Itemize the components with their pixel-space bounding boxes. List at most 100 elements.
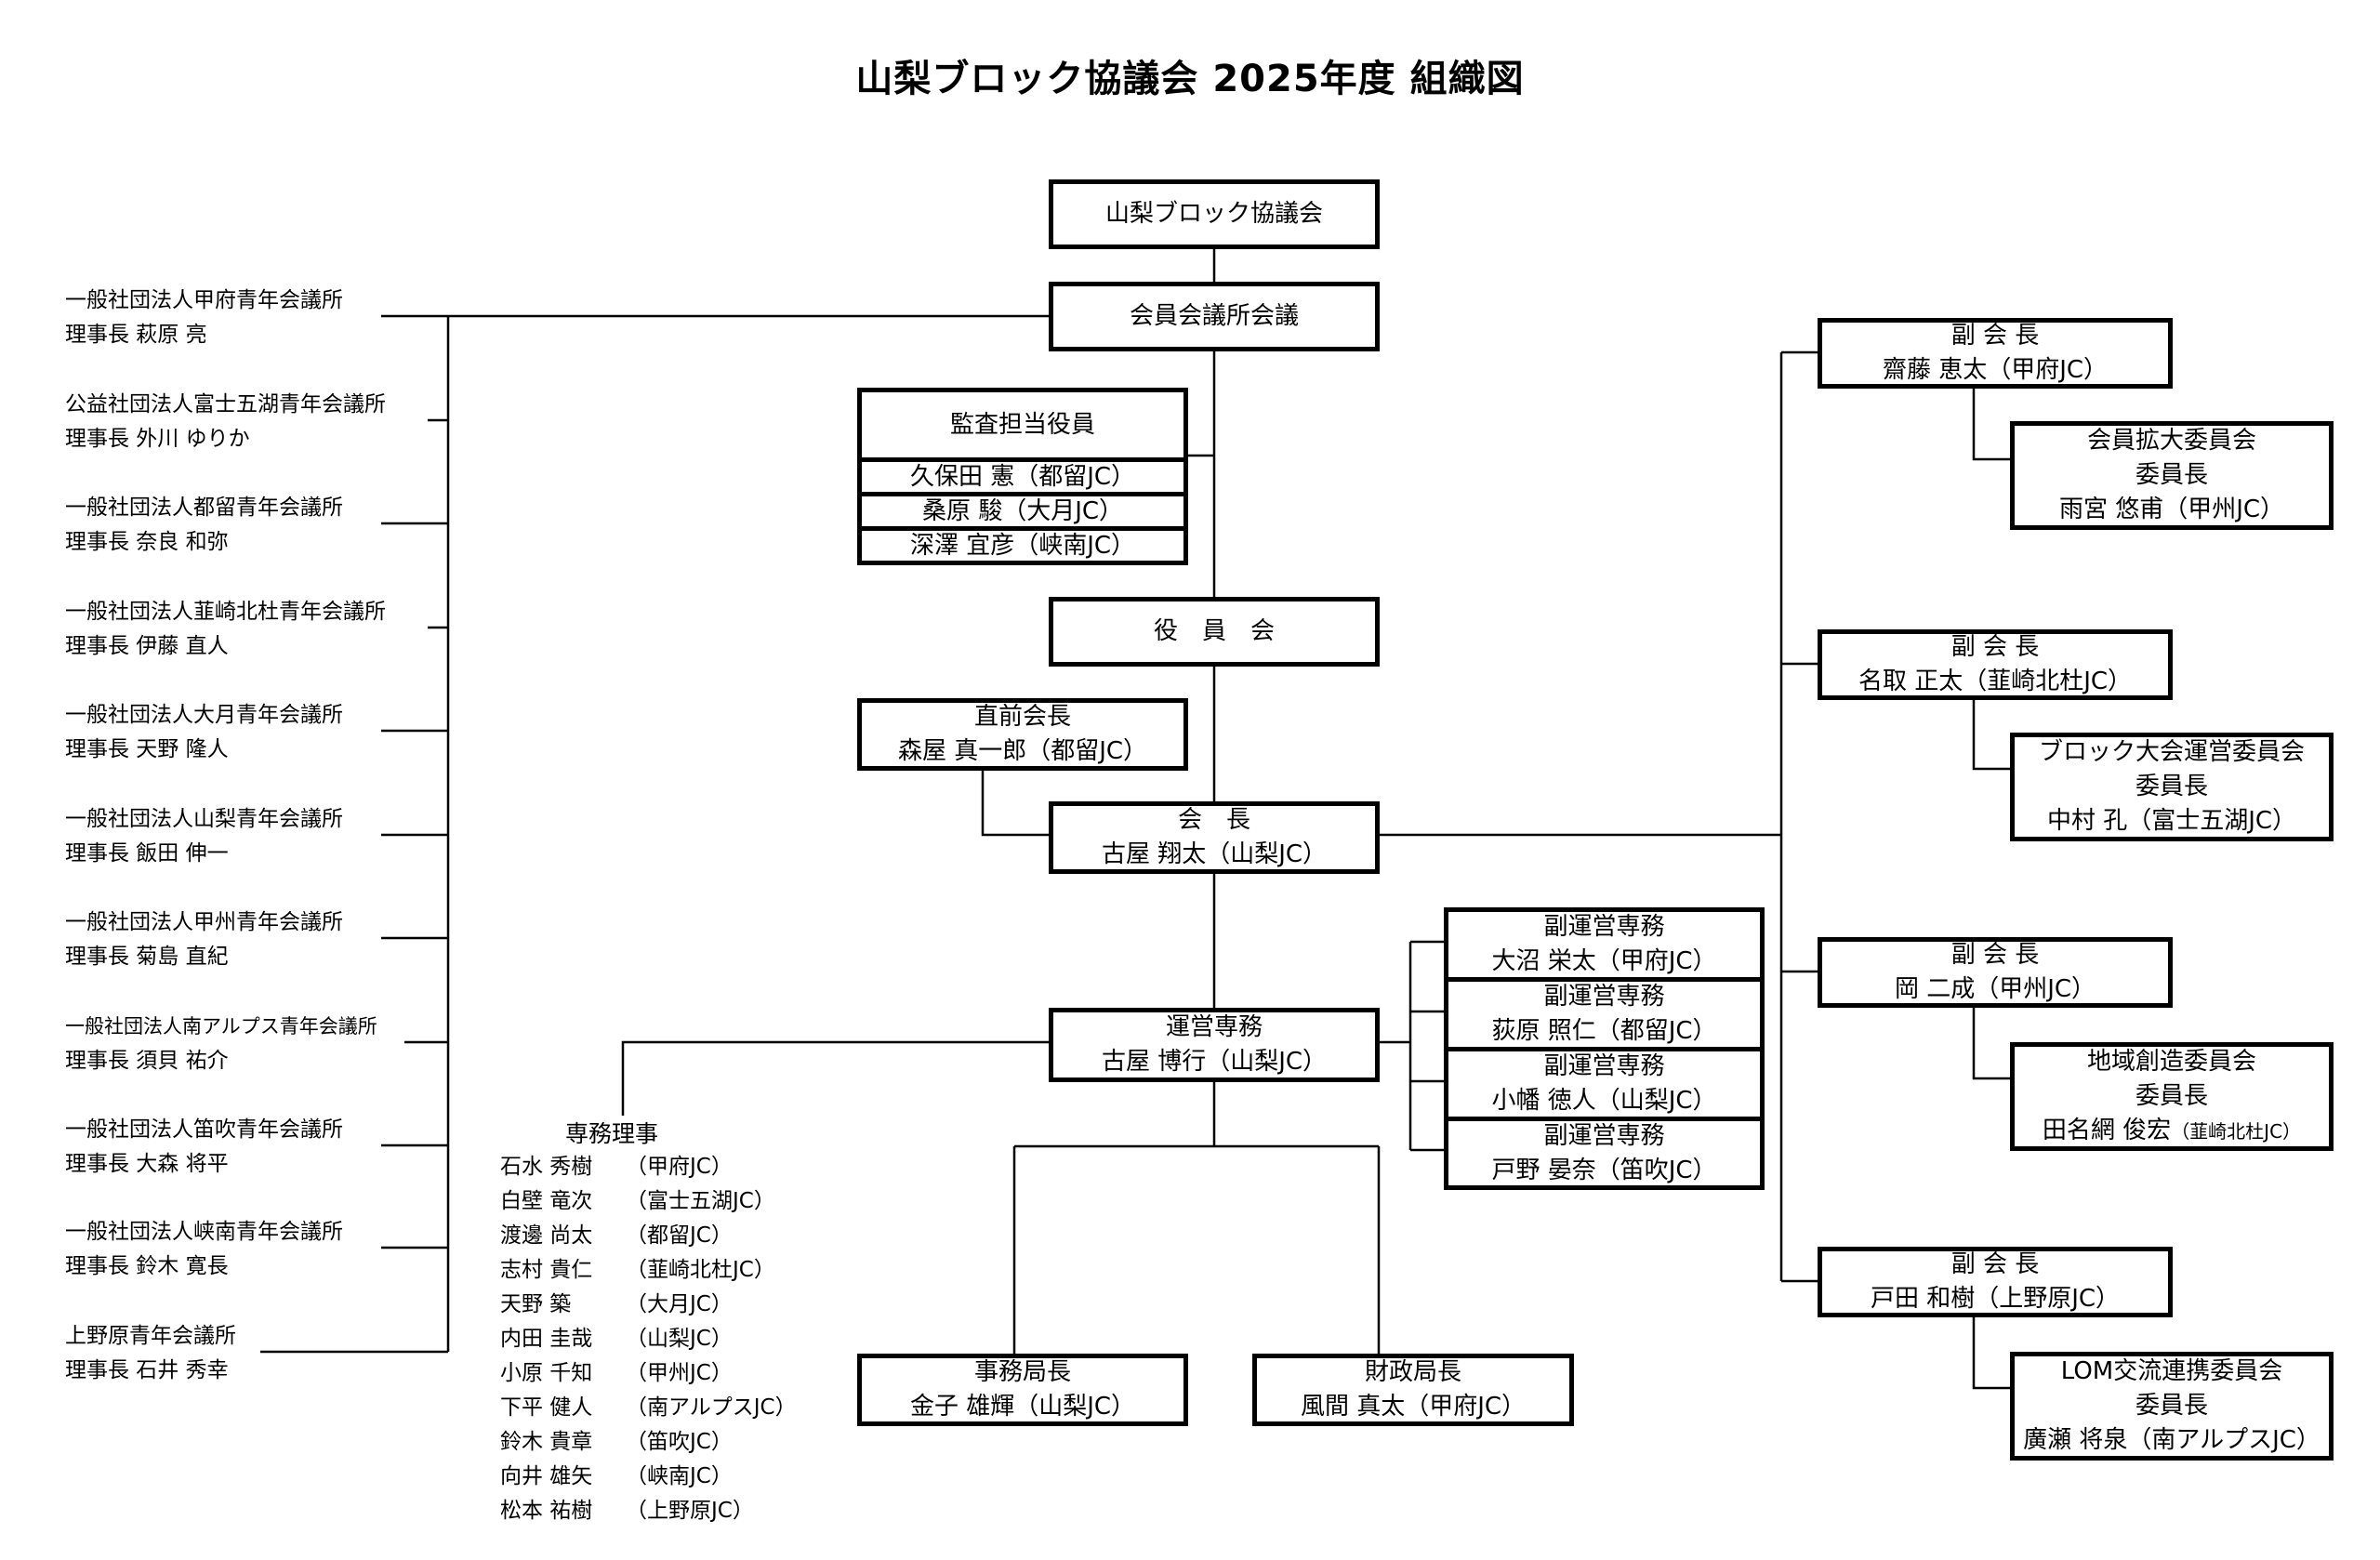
director-row: 天野 築（大月JC） (500, 1288, 733, 1322)
connector-committee-2 (1972, 698, 2010, 771)
vice-managing-title: 副運営専務 (1543, 983, 1665, 1011)
vice-president-name: 戸田 和樹（上野原JC） (1870, 1285, 2121, 1313)
director-lom: （甲州JC） (626, 1361, 733, 1385)
audit-title: 監査担当役員 (949, 410, 1095, 439)
lom-org: 一般社団法人大月青年会議所 (65, 703, 343, 727)
director-row: 内田 圭哉（山梨JC） (500, 1322, 733, 1356)
lom-entry: 一般社団法人韮崎北杜青年会議所 理事長 伊藤 直人 (65, 595, 386, 664)
finance-head-box: 財政局長 風間 真太（甲府JC） (1252, 1354, 1574, 1426)
president-title: 会 長 (1177, 806, 1250, 834)
director-name: 渡邊 尚太 (500, 1223, 593, 1248)
director-lom: （甲府JC） (626, 1155, 733, 1179)
lom-president: 理事長 須貝 祐介 (65, 1049, 229, 1073)
managing-director-box: 運営専務 古屋 博行（山梨JC） (1049, 1008, 1380, 1082)
committee-name: 会員拡大委員会 (2086, 427, 2256, 455)
finance-name: 風間 真太（甲府JC） (1300, 1393, 1527, 1421)
audit-title-box: 監査担当役員 (857, 388, 1188, 457)
director-row: 鈴木 貴章（笛吹JC） (500, 1425, 733, 1460)
secretariat-name: 金子 雄輝（山梨JC） (909, 1393, 1136, 1421)
director-lom: （都留JC） (626, 1223, 733, 1248)
lom-org: 上野原青年会議所 (65, 1324, 236, 1348)
lom-president: 理事長 石井 秀幸 (65, 1358, 229, 1382)
director-row: 向井 雄矢（峡南JC） (500, 1460, 733, 1494)
committee-box: ブロック大会運営委員会 委員長 中村 孔（富士五湖JC） (2010, 733, 2334, 841)
director-lom: （南アルプスJC） (626, 1395, 797, 1420)
vice-president-name: 齋藤 恵太（甲府JC） (1882, 356, 2109, 384)
vice-president-box: 副 会 長 戸田 和樹（上野原JC） (1818, 1247, 2173, 1317)
committee-role: 委員長 (2135, 461, 2208, 489)
chart-title: 山梨ブロック協議会 2025年度 組織図 (855, 58, 1525, 100)
vice-president-name: 名取 正太（韮崎北杜JC） (1858, 668, 2133, 695)
vice-managing-box: 副運営専務 大沼 栄太（甲府JC） (1444, 907, 1765, 977)
lom-entry: 一般社団法人大月青年会議所 理事長 天野 隆人 (65, 698, 343, 767)
managing-director-title: 運営専務 (1165, 1013, 1263, 1041)
lom-org: 一般社団法人峡南青年会議所 (65, 1220, 343, 1244)
committee-chair-lom: （韮崎北杜JC） (2171, 1119, 2302, 1143)
lom-org: 公益社団法人富士五湖青年会議所 (65, 392, 386, 416)
lom-org: 一般社団法人山梨青年会議所 (65, 807, 343, 831)
connector-past-president (981, 768, 1049, 837)
director-name: 内田 圭哉 (500, 1327, 593, 1351)
audit-member-box: 桑原 駿（大月JC） (857, 492, 1188, 526)
managing-director-name: 古屋 博行（山梨JC） (1101, 1048, 1328, 1076)
director-name: 白壁 竜次 (500, 1189, 593, 1213)
lom-entry: 一般社団法人峡南青年会議所 理事長 鈴木 寛長 (65, 1215, 343, 1284)
committee-role: 委員長 (2135, 1392, 2208, 1420)
director-lom: （上野原JC） (626, 1499, 754, 1523)
committee-name: LOM交流連携委員会 (2060, 1357, 2283, 1385)
lom-org: 一般社団法人南アルプス青年会議所 (65, 1015, 377, 1038)
lom-entry: 一般社団法人甲府青年会議所 理事長 萩原 亮 (65, 284, 343, 352)
board-box: 役 員 会 (1049, 597, 1380, 667)
lom-entry: 一般社団法人都留青年会議所 理事長 奈良 和弥 (65, 491, 343, 560)
director-lom: （大月JC） (626, 1292, 733, 1316)
vice-managing-name: 戸野 晏奈（笛吹JC） (1491, 1156, 1717, 1184)
audit-member: 深澤 宜彦（峡南JC） (909, 531, 1136, 560)
lom-entry: 一般社団法人甲州青年会議所 理事長 菊島 直紀 (65, 906, 343, 974)
director-row: 渡邊 尚太 （都留JC） (500, 1219, 733, 1253)
finance-title: 財政局長 (1364, 1358, 1461, 1386)
vice-president-title: 副 会 長 (1950, 633, 2040, 661)
director-name: 石水 秀樹 (500, 1155, 593, 1179)
connector-directors (621, 1040, 1049, 1116)
lom-org: 一般社団法人笛吹青年会議所 (65, 1117, 343, 1142)
vice-managing-box: 副運営専務 小幡 徳人（山梨JC） (1444, 1047, 1765, 1117)
lom-org: 一般社団法人甲州青年会議所 (65, 910, 343, 934)
vice-president-box: 副 会 長 岡 二成（甲州JC） (1818, 937, 2173, 1008)
lom-president: 理事長 外川 ゆりか (65, 427, 250, 451)
vice-managing-title: 副運営専務 (1543, 1121, 1665, 1150)
lom-president: 理事長 大森 将平 (65, 1152, 229, 1176)
secretariat-title: 事務局長 (973, 1358, 1071, 1386)
committee-name: 地域創造委員会 (2086, 1047, 2256, 1076)
lom-org: 一般社団法人甲府青年会議所 (65, 288, 343, 312)
lom-entry: 上野原青年会議所 理事長 石井 秀幸 (65, 1319, 236, 1388)
committee-name: ブロック大会運営委員会 (2038, 738, 2305, 766)
vice-president-title: 副 会 長 (1950, 322, 2040, 350)
committee-chair-name: 田名網 俊宏 (2042, 1116, 2172, 1144)
director-lom: （峡南JC） (626, 1464, 733, 1488)
audit-member-box: 深澤 宜彦（峡南JC） (857, 526, 1188, 565)
board-label: 役 員 会 (1153, 617, 1275, 645)
director-row: 下平 健人 （南アルプスJC） (500, 1391, 797, 1425)
vice-managing-name: 大沼 栄太（甲府JC） (1491, 947, 1717, 975)
immediate-past-name: 森屋 真一郎（都留JC） (897, 737, 1148, 765)
lom-president: 理事長 菊島 直紀 (65, 945, 229, 969)
director-name: 松本 祐樹 (500, 1499, 593, 1523)
audit-member: 久保田 憲（都留JC） (909, 462, 1136, 491)
president-box: 会 長 古屋 翔太（山梨JC） (1049, 801, 1380, 874)
lom-entry: 一般社団法人山梨青年会議所 理事長 飯田 伸一 (65, 802, 343, 871)
lom-president: 理事長 奈良 和弥 (65, 530, 229, 554)
committee-role: 委員長 (2135, 1081, 2208, 1110)
lom-president: 理事長 天野 隆人 (65, 737, 229, 761)
connector-committee-4 (1972, 1315, 2010, 1390)
vice-managing-box: 副運営専務 荻原 照仁（都留JC） (1444, 977, 1765, 1047)
committee-chair: 廣瀬 将泉（南アルプスJC） (2023, 1426, 2320, 1454)
lom-org: 一般社団法人韮崎北杜青年会議所 (65, 600, 386, 624)
director-lom: （韮崎北杜JC） (626, 1258, 775, 1282)
committee-box: 会員拡大委員会 委員長 雨宮 悠甫（甲州JC） (2010, 421, 2334, 530)
director-row: 志村 貴仁（韮崎北杜JC） (500, 1253, 775, 1288)
director-name: 小原 千知 (500, 1361, 593, 1385)
lom-entry: 一般社団法人笛吹青年会議所 理事長 大森 将平 (65, 1113, 343, 1182)
member-meeting-box: 会員会議所会議 (1049, 282, 1380, 351)
director-name: 下平 健人 (500, 1395, 593, 1420)
